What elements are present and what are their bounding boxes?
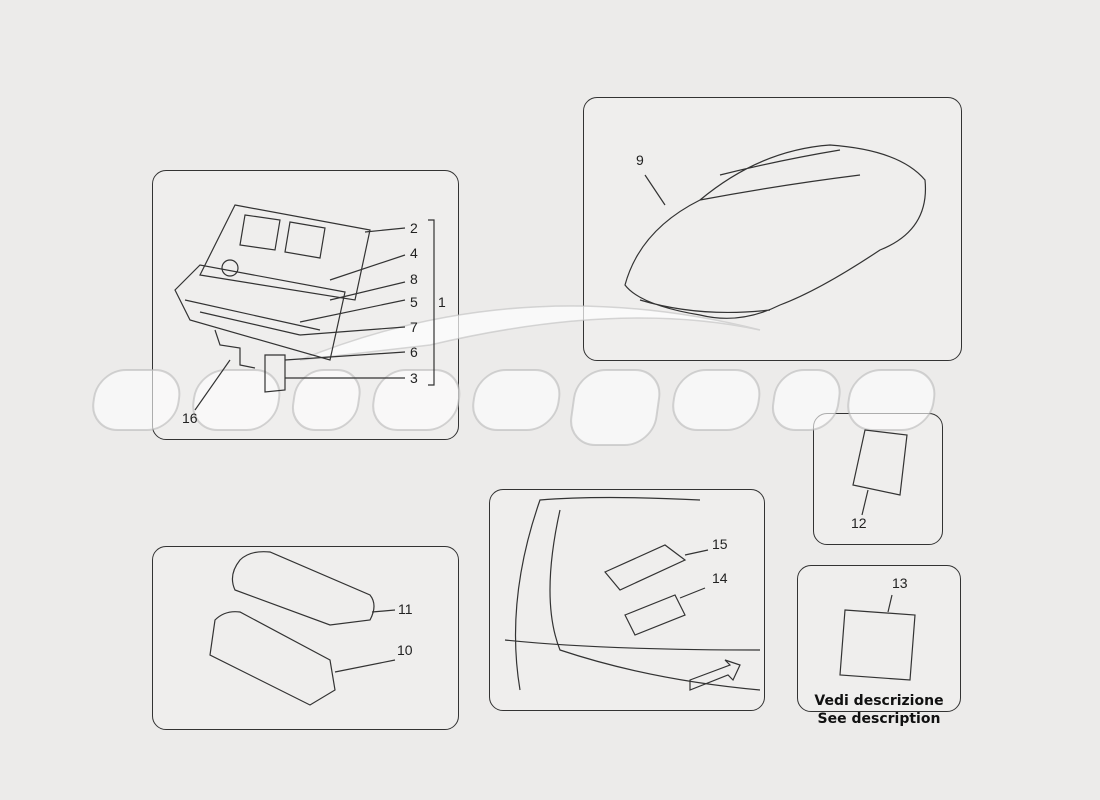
part-label-1: 1 (438, 294, 446, 310)
bags-panel (152, 546, 459, 730)
part-label-5: 5 (410, 294, 418, 310)
part-label-15: 15 (712, 536, 728, 552)
trunk-panel (489, 489, 765, 711)
part-label-10: 10 (397, 642, 413, 658)
part-label-6: 6 (410, 344, 418, 360)
booklet-panel (813, 413, 943, 545)
part-label-4: 4 (410, 245, 418, 261)
car-cover-panel (583, 97, 962, 361)
note-italian: Vedi descrizione (814, 693, 944, 709)
part-label-12: 12 (851, 515, 867, 531)
part-label-7: 7 (410, 319, 418, 335)
part-label-2: 2 (410, 220, 418, 236)
part-label-16: 16 (182, 410, 198, 426)
part-label-9: 9 (636, 152, 644, 168)
note-english: See description (817, 711, 941, 727)
part-label-11: 11 (398, 601, 413, 617)
part-label-8: 8 (410, 271, 418, 287)
part-label-14: 14 (712, 570, 728, 586)
part-label-13: 13 (892, 575, 908, 591)
part-label-3: 3 (410, 370, 418, 386)
description-note: Vedi descrizione See description (789, 692, 969, 728)
certificate-panel (797, 565, 961, 712)
